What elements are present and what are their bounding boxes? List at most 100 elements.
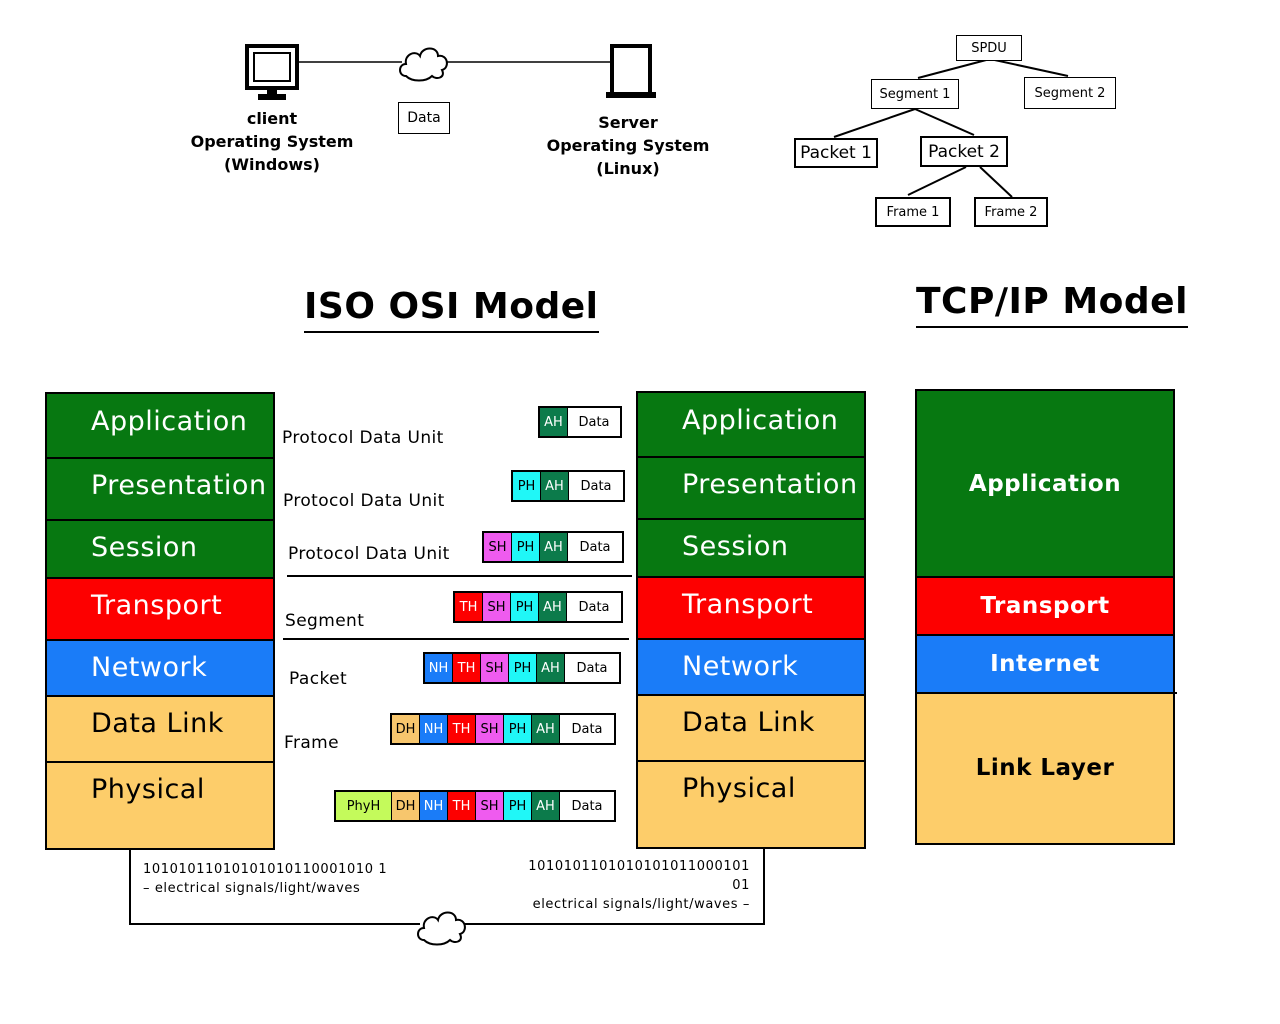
osi-right-physical: Physical [638, 761, 864, 847]
osi-left-network: Network [47, 640, 273, 696]
dh-header: DH [392, 715, 420, 743]
tree-packet-2: Packet 2 [920, 136, 1008, 167]
osi-left-presentation: Presentation [47, 458, 273, 520]
tcpip-transport: Transport [917, 577, 1173, 635]
th-header: TH [448, 715, 476, 743]
client-label: client Operating System (Windows) [190, 107, 354, 176]
bits-right: 1010101101010101011000101 01 electrical … [512, 857, 750, 914]
th-header: TH [455, 593, 483, 621]
separator [917, 692, 1177, 694]
sh-header: SH [484, 533, 512, 561]
tree-spdu: SPDU [956, 35, 1022, 61]
data-payload: Data [568, 408, 620, 436]
data-box: Data [398, 102, 450, 134]
data-payload: Data [560, 792, 614, 820]
tcpip-internet: Internet [917, 635, 1173, 693]
osi-right-presentation: Presentation [638, 457, 864, 519]
sh-header: SH [483, 593, 511, 621]
bits-right-line1: 1010101101010101011000101 01 [528, 859, 750, 893]
ah-header: AH [537, 654, 565, 682]
separator [47, 761, 273, 763]
osi-stack-left: Application Presentation Session Transpo… [45, 392, 275, 850]
ah-header: AH [539, 593, 567, 621]
separator [636, 456, 866, 458]
osi-right-datalink: Data Link [638, 695, 864, 761]
tree-frame-2: Frame 2 [974, 197, 1048, 227]
bits-left: 10101011010101010110001010 1 – electrica… [143, 860, 387, 898]
pdu-label-packet: Packet [289, 669, 348, 689]
th-header: TH [453, 654, 481, 682]
server-label: Server Operating System (Linux) [546, 111, 710, 180]
ph-header: PH [509, 654, 537, 682]
pdu-label-segment: Segment [285, 611, 365, 631]
data-payload: Data [560, 715, 614, 743]
sh-header: SH [476, 792, 504, 820]
separator [45, 577, 275, 579]
pdu-session: SH PH AH Data [482, 531, 624, 563]
ph-header: PH [511, 593, 539, 621]
sh-header: SH [481, 654, 509, 682]
tcpip-title: TCP/IP Model [916, 281, 1188, 328]
tcpip-link-layer: Link Layer [917, 693, 1173, 843]
ph-header: PH [504, 715, 532, 743]
pdu-label-presentation: Protocol Data Unit [283, 491, 445, 511]
data-payload: Data [568, 533, 622, 561]
ph-header: PH [513, 472, 541, 500]
pdu-physical: PhyH DH NH TH SH PH AH Data [334, 790, 616, 822]
ph-header: PH [512, 533, 540, 561]
separator [47, 639, 273, 641]
server-os-name: (Linux) [596, 159, 660, 178]
tree-packet-1: Packet 1 [794, 138, 878, 168]
ah-header: AH [540, 408, 568, 436]
phy-header: PhyH [336, 792, 392, 820]
data-payload: Data [567, 593, 621, 621]
th-header: TH [448, 792, 476, 820]
separator [47, 695, 273, 697]
separator [636, 518, 866, 520]
server-icon [606, 44, 656, 98]
osi-title: ISO OSI Model [304, 286, 599, 333]
tcpip-stack: Application Transport Internet Link Laye… [915, 389, 1177, 845]
cloud-icon [417, 911, 466, 946]
nh-header: NH [420, 715, 448, 743]
computer-icon [245, 44, 299, 100]
separator [638, 638, 864, 640]
ph-header: PH [504, 792, 532, 820]
pdu-presentation: PH AH Data [511, 470, 625, 502]
osi-right-transport: Transport [638, 577, 864, 639]
separator [45, 457, 275, 459]
pdu-packet: NH TH SH PH AH Data [423, 652, 621, 684]
nh-header: NH [420, 792, 448, 820]
osi-right-session: Session [638, 519, 864, 577]
client-os-name: (Windows) [224, 155, 320, 174]
ah-header: AH [532, 715, 560, 743]
osi-left-session: Session [47, 520, 273, 578]
osi-right-application: Application [638, 393, 864, 457]
sh-header: SH [476, 715, 504, 743]
osi-right-network: Network [638, 639, 864, 695]
osi-left-application: Application [47, 394, 273, 458]
osi-left-physical: Physical [47, 762, 273, 848]
bits-right-line2: electrical signals/light/waves – [532, 897, 750, 912]
dh-header: DH [392, 792, 420, 820]
separator [917, 576, 1173, 578]
separator [45, 519, 275, 521]
osi-left-datalink: Data Link [47, 696, 273, 762]
ah-header: AH [540, 533, 568, 561]
tree-segment-1: Segment 1 [871, 79, 959, 109]
bits-left-line2: – electrical signals/light/waves [143, 881, 361, 896]
osi-stack-right: Application Presentation Session Transpo… [636, 391, 866, 849]
data-payload: Data [565, 654, 619, 682]
separator [638, 576, 864, 578]
pdu-segment: TH SH PH AH Data [453, 591, 623, 623]
server-os: Operating System [546, 136, 710, 155]
osi-left-transport: Transport [47, 578, 273, 640]
separator [638, 694, 864, 696]
tree-frame-1: Frame 1 [875, 197, 951, 227]
client-name: client [246, 109, 298, 128]
pdu-label-session: Protocol Data Unit [288, 544, 450, 564]
pdu-label-application: Protocol Data Unit [282, 428, 444, 448]
cloud-icon [399, 47, 448, 82]
ah-header: AH [532, 792, 560, 820]
pdu-label-frame: Frame [284, 733, 339, 753]
